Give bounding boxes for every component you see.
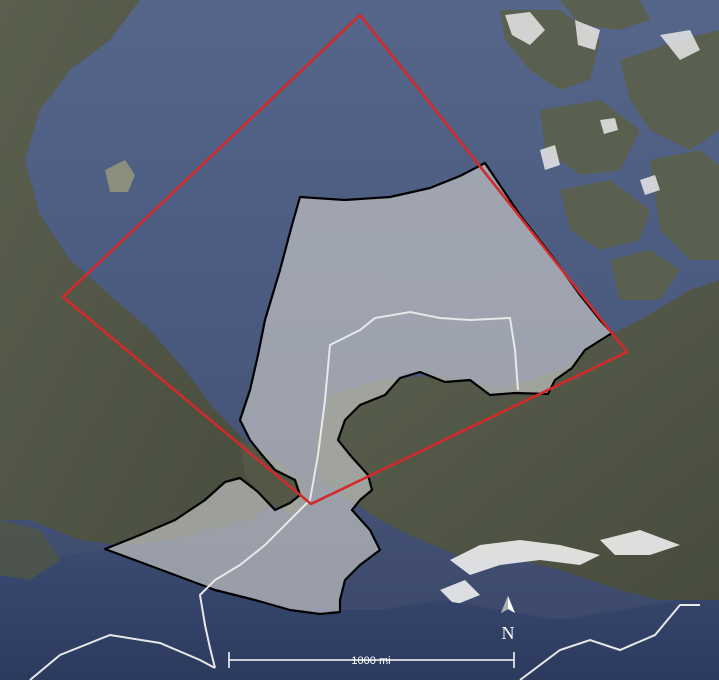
siberia-land [0, 0, 280, 545]
aleutian-land [0, 520, 60, 580]
north-arrow-icon: N [501, 596, 515, 643]
bering-sea-south [0, 550, 719, 680]
scale-bar-label: 1000 mi [351, 655, 390, 667]
snow-patches [505, 12, 700, 195]
boundary-line-se [519, 604, 700, 680]
alaska-range-snow [440, 530, 680, 605]
boundary-line-sw [29, 633, 216, 680]
canadian-arctic-islands [500, 0, 719, 300]
north-arrow-letter: N [502, 623, 515, 643]
red-outline-square [61, 13, 630, 506]
scale-bar: 1000 mi [228, 652, 515, 668]
boundary-line-south [198, 499, 311, 669]
wrangel-island [105, 160, 135, 192]
alaska-canada-land [315, 280, 719, 600]
coverage-region [103, 161, 614, 616]
boundary-line-north [309, 310, 519, 501]
